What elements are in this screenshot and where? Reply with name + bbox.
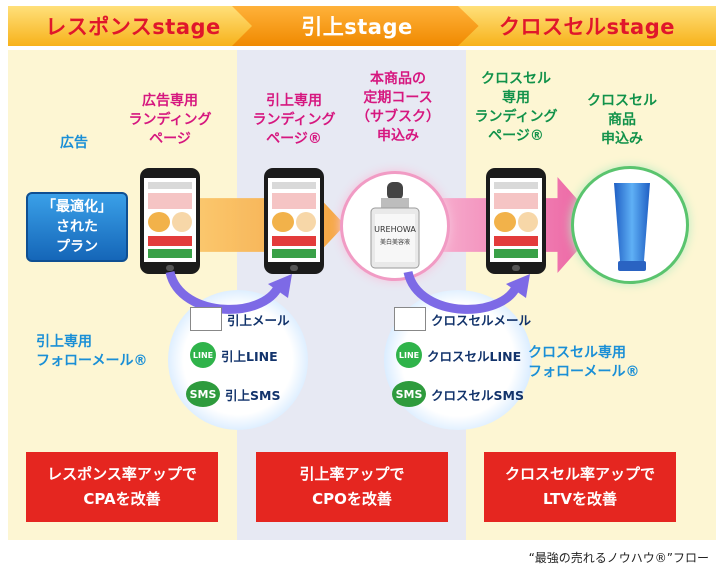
- ad-landing-page-label: 広告専用 ランディング ページ: [128, 93, 212, 147]
- upsell-mail-channel: 引上メール: [190, 307, 290, 331]
- serum-bottle-icon: UREHOWA 美白美容液: [370, 182, 420, 269]
- cross-sell-stage-header: クロスセルstage: [458, 6, 716, 46]
- upsell-landing-page-label: 引上専用 ランディング ページ®: [252, 93, 336, 147]
- svg-text:美白美容液: 美白美容液: [380, 238, 410, 246]
- line-icon: LINE: [190, 342, 216, 368]
- serum-bottle-product: UREHOWA 美白美容液: [340, 171, 450, 281]
- envelope-icon: [190, 307, 222, 331]
- upsell-landing-page-phone: [264, 168, 324, 274]
- cross-sell-product-label: クロスセル 商品 申込み: [587, 93, 657, 147]
- ad-label: 広告: [60, 135, 88, 151]
- upsell-result-box: 引上率アップで CPOを改善: [256, 452, 448, 522]
- cross-sell-landing-page-phone: [486, 168, 546, 274]
- cross-sell-follow-mail-label: クロスセル専用 フォローメール®: [528, 345, 640, 380]
- sms-icon: SMS: [186, 381, 220, 407]
- sms-icon: SMS: [392, 381, 426, 407]
- flow-caption: “最強の売れるノウハウ®”フロー: [528, 551, 709, 565]
- cross-sell-sms-channel: SMS クロスセルSMS: [392, 381, 524, 407]
- upsell-stage-header: 引上stage: [232, 6, 482, 46]
- svg-text:UREHOWA: UREHOWA: [374, 225, 416, 234]
- upsell-sms-channel: SMS 引上SMS: [186, 381, 280, 407]
- upsell-line-channel: LINE 引上LINE: [190, 342, 278, 368]
- main-product-subscription-label: 本商品の 定期コース （サブスク） 申込み: [356, 71, 440, 144]
- upsell-follow-mail-label: 引上専用 フォローメール®: [36, 334, 148, 369]
- upsell-curve-arrow: [165, 270, 292, 314]
- line-icon: LINE: [396, 342, 422, 368]
- cross-sell-landing-page-label: クロスセル 専用 ランディング ページ®: [474, 71, 558, 144]
- cross-sell-line-channel: LINE クロスセルLINE: [396, 342, 521, 368]
- envelope-icon: [394, 307, 426, 331]
- optimized-plan-box: 「最適化」 された プラン: [26, 192, 128, 262]
- cross-sell-result-box: クロスセル率アップで LTVを改善: [484, 452, 676, 522]
- cross-sell-curve-arrow: [403, 270, 530, 314]
- cross-sell-tube-product: [571, 166, 689, 284]
- response-stage-header: レスポンスstage: [8, 6, 258, 46]
- response-result-box: レスポンス率アップで CPAを改善: [26, 452, 218, 522]
- cross-sell-mail-channel: クロスセルメール: [394, 307, 531, 331]
- ad-landing-page-phone: [140, 168, 200, 274]
- cream-tube-icon: [614, 183, 650, 271]
